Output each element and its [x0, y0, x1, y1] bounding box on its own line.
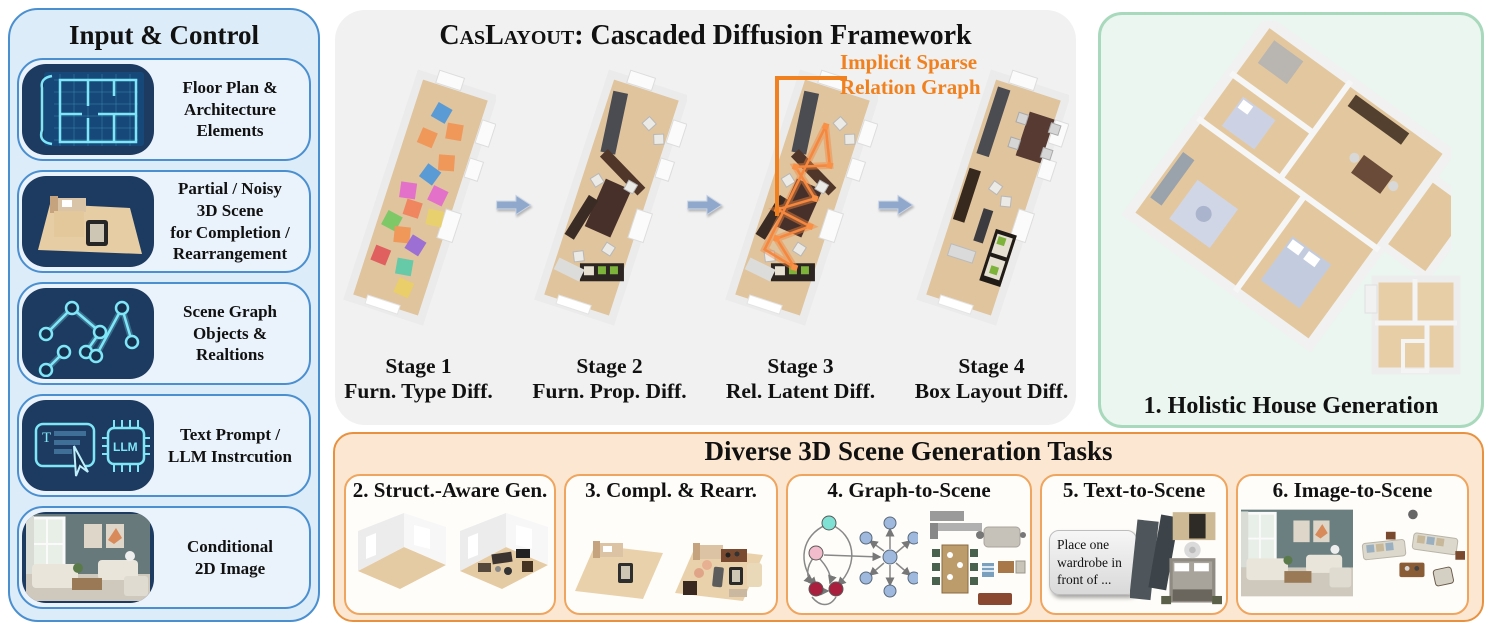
annotation-connector-line [775, 76, 847, 216]
struct-aware-graphic [358, 513, 548, 589]
task-content [1238, 505, 1467, 601]
task-image-to-scene: 6. Image-to-Scene [1236, 474, 1469, 615]
stage-name: Stage 3 [767, 354, 834, 378]
blueprint-icon [22, 64, 154, 155]
sparse-relation-annotation: Implicit Sparse Relation Graph [840, 50, 981, 100]
stage-arrow-icon [687, 194, 723, 216]
framework-title: CasLayout: Cascaded Diffusion Framework [335, 10, 1076, 52]
stages-row: Stage 1 Furn. Type Diff. [341, 64, 1069, 403]
room-photo-graphic [26, 514, 150, 601]
input-item-floor-plan: Floor Plan & Architecture Elements [17, 58, 311, 161]
scene-graph-icon [22, 288, 154, 379]
input-item-label: Text Prompt / LLM Instrcution [168, 424, 292, 466]
stage-name: Stage 1 [385, 354, 452, 378]
stage-name: Stage 4 [958, 354, 1025, 378]
holistic-house-panel: 1. Holistic House Generation [1098, 12, 1484, 428]
house-floorplan-inset [1364, 275, 1461, 375]
task-caption: 2. Struct.-Aware Gen. [352, 478, 548, 502]
completion-graphic [575, 541, 763, 601]
stage-subtitle: Rel. Latent Diff. [725, 378, 876, 403]
stage-name: Stage 2 [576, 354, 643, 378]
stage-4: Stage 4 Box Layout Diff. [914, 64, 1069, 403]
task-caption: 4. Graph-to-Scene [827, 478, 991, 502]
stage-subtitle: Furn. Type Diff. [344, 378, 493, 403]
tasks-panel: Diverse 3D Scene Generation Tasks 2. Str… [333, 432, 1484, 622]
partial-scene-graphic [38, 196, 142, 254]
task-caption: 3. Compl. & Rearr. [585, 478, 757, 502]
input-control-panel: Input & Control Floor Plan & Arch [8, 8, 320, 622]
stage-arrow-icon [878, 194, 914, 216]
input-item-2d-image: Conditional 2D Image [17, 506, 311, 609]
house-3d-graphic [1121, 21, 1451, 353]
partial-scene-icon [22, 176, 154, 267]
input-item-label: Partial / Noisy 3D Scene for Completion … [170, 179, 290, 264]
text-icon-letter: T [42, 430, 51, 446]
input-control-title: Input & Control [68, 20, 260, 50]
text-prompt-llm-icon: T LLM [22, 400, 154, 491]
stage4-room-graphic [916, 69, 1069, 326]
task-graph-to-scene: 4. Graph-to-Scene [786, 474, 1032, 615]
stage2-room-graphic [534, 69, 687, 326]
task-content [788, 505, 1030, 611]
input-item-label: Conditional 2D Image [187, 536, 273, 578]
stage1-room-graphic [343, 69, 496, 326]
scene-graph-graphic [38, 300, 140, 377]
blueprint-graphic [39, 72, 144, 146]
input-item-label: Floor Plan & Architecture Elements [182, 77, 278, 141]
stage3-room-graphic [725, 69, 878, 326]
text-scene-graphic [1130, 512, 1222, 605]
tasks-row: 2. Struct.-Aware Gen. [344, 474, 1469, 615]
graph-scene-graphic [930, 511, 1026, 605]
stage-3: Stage 3 Rel. Latent Diff. [723, 64, 878, 403]
input-item-scene-graph: Scene Graph Objects & Realtions [17, 282, 311, 385]
llm-chip-label: LLM [113, 440, 138, 454]
stage-subtitle: Box Layout Diff. [914, 378, 1069, 403]
tasks-title: Diverse 3D Scene Generation Tasks [704, 436, 1113, 466]
stage-subtitle: Furn. Prop. Diff. [532, 378, 687, 403]
task-caption: 6. Image-to-Scene [1272, 478, 1433, 502]
task-content [346, 505, 554, 611]
task-completion-rearrangement: 3. Compl. & Rearr. [564, 474, 778, 615]
text-llm-graphic: T LLM [34, 420, 150, 477]
stage-arrow-icon [496, 194, 532, 216]
generated-scene-graphic [1361, 509, 1465, 587]
task-caption: 5. Text-to-Scene [1062, 478, 1206, 502]
input-item-text-llm: T LLM Text Prompt / LLM Instrcution [17, 394, 311, 497]
framework-brand: CasLayout [439, 20, 575, 51]
task-content [566, 505, 776, 611]
room-photo [22, 512, 154, 603]
framework-title-rest: : Cascaded Diffusion Framework [574, 20, 972, 51]
stage-2: Stage 2 Furn. Prop. Diff. [532, 64, 687, 403]
task-struct-aware: 2. Struct.-Aware Gen. [344, 474, 556, 615]
reference-photo-graphic [1240, 509, 1353, 597]
framework-panel: CasLayout: Cascaded Diffusion Framework [335, 10, 1076, 425]
stage-1: Stage 1 Furn. Type Diff. [341, 64, 496, 403]
input-item-label: Scene Graph Objects & Realtions [183, 301, 277, 365]
task-text-to-scene: 5. Text-to-Scene Place one wardrobe in f… [1040, 474, 1228, 615]
scene-graph-diagram [803, 515, 918, 606]
text-prompt-bubble: Place one wardrobe in front of ... [1049, 530, 1137, 595]
house-caption: 1. Holistic House Generation [1143, 393, 1439, 419]
input-item-partial-scene: Partial / Noisy 3D Scene for Completion … [17, 170, 311, 273]
